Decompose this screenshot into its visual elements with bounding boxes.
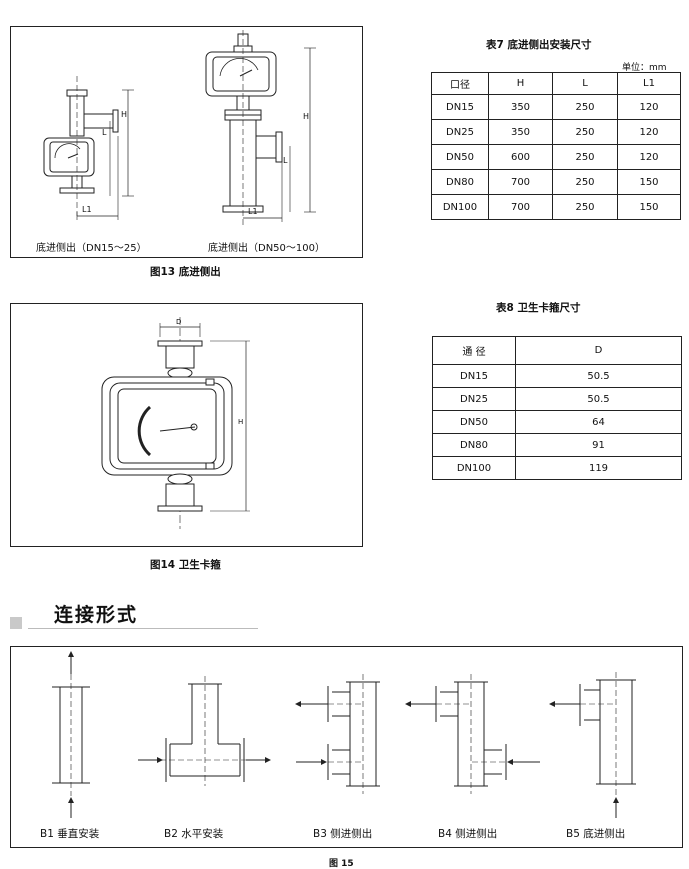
table7-header-cell: H xyxy=(488,72,553,95)
table7-cell: DN25 xyxy=(431,119,489,145)
fig14-dim-d: D xyxy=(176,318,182,326)
table7-cell: DN50 xyxy=(431,144,489,170)
table7-cell: 600 xyxy=(488,144,553,170)
table-row: DN80 700 250 150 xyxy=(431,169,681,195)
section-underline xyxy=(28,628,258,629)
fig13-dim-h-small: H xyxy=(121,110,128,119)
table7-cell: 250 xyxy=(552,119,618,145)
fig14-caption: 图14 卫生卡箍 xyxy=(150,559,221,571)
table-row: DN100 119 xyxy=(432,456,682,480)
table8-header-cell: D xyxy=(515,336,682,365)
fig13-label-left: 底进侧出（DN15～25） xyxy=(36,243,147,254)
table7-cell: DN80 xyxy=(431,169,489,195)
table7-cell: 250 xyxy=(552,169,618,195)
table8-cell: DN50 xyxy=(432,410,516,434)
table-row: DN100 700 250 150 xyxy=(431,194,681,220)
fig13-drawing xyxy=(43,30,316,226)
fig14-frame xyxy=(10,303,363,547)
table7-header-cell: L1 xyxy=(617,72,681,95)
table7-cell: DN15 xyxy=(431,94,489,120)
table7-header-cell: 口径 xyxy=(431,72,489,95)
fig15-label-b1: B1 垂直安装 xyxy=(40,828,100,840)
table8-cell: 119 xyxy=(515,456,682,480)
table7-unit: 单位：mm xyxy=(622,63,667,73)
table-row: DN50 64 xyxy=(432,410,682,434)
table7: 口径 H L L1 DN15 350 250 120 DN25 350 250 … xyxy=(431,72,681,220)
table7-cell: 120 xyxy=(617,144,681,170)
table7-cell: 250 xyxy=(552,144,618,170)
section-marker xyxy=(10,617,22,629)
fig14-drawing xyxy=(101,317,250,529)
fig13-dim-l-small: L xyxy=(102,128,107,137)
table-row: DN25 350 250 120 xyxy=(431,119,681,145)
table8-cell: DN80 xyxy=(432,433,516,457)
table8-cell: DN100 xyxy=(432,456,516,480)
table8: 通 径 D DN15 50.5 DN25 50.5 DN50 64 DN80 9… xyxy=(432,336,682,480)
table7-cell: DN100 xyxy=(431,194,489,220)
table7-cell: 350 xyxy=(488,119,553,145)
table7-cell: 700 xyxy=(488,194,553,220)
fig13-label-right: 底进侧出（DN50～100） xyxy=(208,243,325,254)
table8-cell: 50.5 xyxy=(515,387,682,411)
fig13-dim-l-large: L xyxy=(283,156,288,165)
section-title: 连接形式 xyxy=(54,604,139,626)
table8-cell: DN25 xyxy=(432,387,516,411)
fig15-caption: 图 15 xyxy=(329,859,354,869)
table7-cell: 150 xyxy=(617,194,681,220)
table8-header-cell: 通 径 xyxy=(432,336,516,365)
table8-title: 表8 卫生卡箍尺寸 xyxy=(496,302,581,314)
table8-cell: 91 xyxy=(515,433,682,457)
fig13-dim-l1-large: L1 xyxy=(248,207,258,216)
table8-cell: 64 xyxy=(515,410,682,434)
table-row: DN15 350 250 120 xyxy=(431,94,681,120)
table-row: DN15 50.5 xyxy=(432,364,682,388)
table7-cell: 120 xyxy=(617,119,681,145)
table7-cell: 150 xyxy=(617,169,681,195)
table8-cell: DN15 xyxy=(432,364,516,388)
table7-cell: 120 xyxy=(617,94,681,120)
fig13-frame xyxy=(10,26,363,258)
table8-cell: 50.5 xyxy=(515,364,682,388)
fig15-label-b4: B4 侧进侧出 xyxy=(438,828,498,840)
fig13-dim-l1-small: L1 xyxy=(82,205,92,214)
fig15-drawing xyxy=(52,651,636,818)
table7-header-cell: L xyxy=(552,72,618,95)
table-row: DN25 50.5 xyxy=(432,387,682,411)
table7-cell: 700 xyxy=(488,169,553,195)
table7-cell: 250 xyxy=(552,194,618,220)
fig15-frame xyxy=(10,646,683,848)
fig15-label-b5: B5 底进侧出 xyxy=(566,828,626,840)
table-row: DN50 600 250 120 xyxy=(431,144,681,170)
fig15-label-b3: B3 侧进侧出 xyxy=(313,828,373,840)
table7-cell: 350 xyxy=(488,94,553,120)
table7-title: 表7 底进侧出安装尺寸 xyxy=(486,39,592,51)
fig14-dim-h: H xyxy=(238,418,244,426)
table7-cell: 250 xyxy=(552,94,618,120)
fig15-label-b2: B2 水平安装 xyxy=(164,828,224,840)
fig13-dim-h-large: H xyxy=(303,112,310,121)
table-row: DN80 91 xyxy=(432,433,682,457)
fig13-caption: 图13 底进侧出 xyxy=(150,266,221,278)
